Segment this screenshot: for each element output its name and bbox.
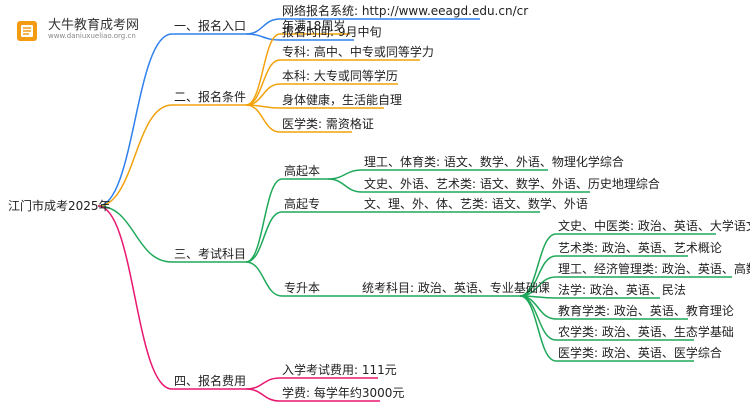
section-1-item-3: 身体健康，生活能自理 <box>282 92 402 107</box>
group-2-item-6: 医学类: 政治、英语、医学综合 <box>558 345 722 360</box>
group-2-item-4: 教育学类: 政治、英语、教育理论 <box>558 303 734 318</box>
link-section-3-item-0 <box>245 377 281 390</box>
link-section-3-item-1 <box>245 388 281 402</box>
link-section-2-group-1 <box>245 211 283 263</box>
link-section-1-item-0 <box>245 33 281 106</box>
group-2-item-5: 农学类: 政治、英语、生态学基础 <box>558 324 734 339</box>
book-icon <box>17 21 37 41</box>
link-root-section-2 <box>97 205 173 263</box>
link-group-0-item-0 <box>327 169 363 180</box>
section-3-label: 四、报名费用 <box>174 373 246 388</box>
mindmap-nodes: 江门市成考2025年 一、报名入口 网络报名系统: http://www.eeagd… <box>8 3 750 400</box>
group-0-label: 高起本 <box>284 163 320 178</box>
link-root-section-0 <box>97 33 173 207</box>
group-0-item-1: 文史、外语、艺术类: 语文、数学、外语、历史地理综合 <box>364 176 660 191</box>
section-0-item-1: 报名时间: 9月中旬 <box>282 24 382 39</box>
logo-url: www.daniuxueliao.org.cn <box>48 32 136 40</box>
link-group-0-item-1 <box>327 178 363 193</box>
group-0-item-0: 理工、体育类: 语文、数学、外语、物理化学综合 <box>364 154 624 169</box>
section-1-label: 二、报名条件 <box>174 89 246 104</box>
link-section-0-item-0 <box>245 18 281 35</box>
link-section-0-item-1 <box>245 33 281 41</box>
group-1-item-0: 文、理、外、体、艺类: 语文、数学、外语 <box>364 196 588 211</box>
group-2-label: 专升本 <box>284 280 320 295</box>
link-section-1-item-1 <box>245 59 281 106</box>
group-2-item-0: 文史、中医类: 政治、英语、大学语文 <box>558 218 750 233</box>
section-0-item-0: 网络报名系统: http://www.eeagd.edu.cn/cr <box>282 3 528 18</box>
group-2-item-3: 法学: 政治、英语、民法 <box>558 282 686 297</box>
section-0-label: 一、报名入口 <box>174 18 246 33</box>
section-1-item-2: 本科: 大专或同等学历 <box>282 68 398 83</box>
group-2-item-1: 艺术类: 政治、英语、艺术概论 <box>558 241 722 255</box>
link-root-section-3 <box>97 205 173 390</box>
section-2-label: 三、考试科目 <box>174 246 246 261</box>
section-1-item-0: 年满18周岁 <box>282 18 345 33</box>
link-section-1-item-4 <box>245 104 281 133</box>
section-3-item-1: 学费: 每学年约3000元 <box>282 385 404 400</box>
logo-title: 大牛教育成考网 <box>48 18 140 33</box>
link-unified-item-6 <box>519 295 557 362</box>
root-node: 江门市成考2025年 <box>8 198 111 213</box>
section-1-item-1: 专科: 高中、中专或同等学力 <box>282 44 434 59</box>
mindmap-links <box>97 18 732 402</box>
link-section-2-group-0 <box>245 178 283 263</box>
link-unified-item-4 <box>519 295 557 320</box>
group-2-item-2: 理工、经济管理类: 政治、英语、高数（二） <box>558 261 750 276</box>
section-3-item-0: 入学考试费用: 111元 <box>282 362 397 377</box>
group-1-label: 高起专 <box>284 196 320 211</box>
link-section-2-group-2 <box>245 261 283 297</box>
section-1-item-4: 医学类: 需资格证 <box>282 116 374 131</box>
group-2-unified: 统考科目: 政治、英语、专业基础课 <box>362 280 550 295</box>
link-root-section-1 <box>97 104 173 207</box>
